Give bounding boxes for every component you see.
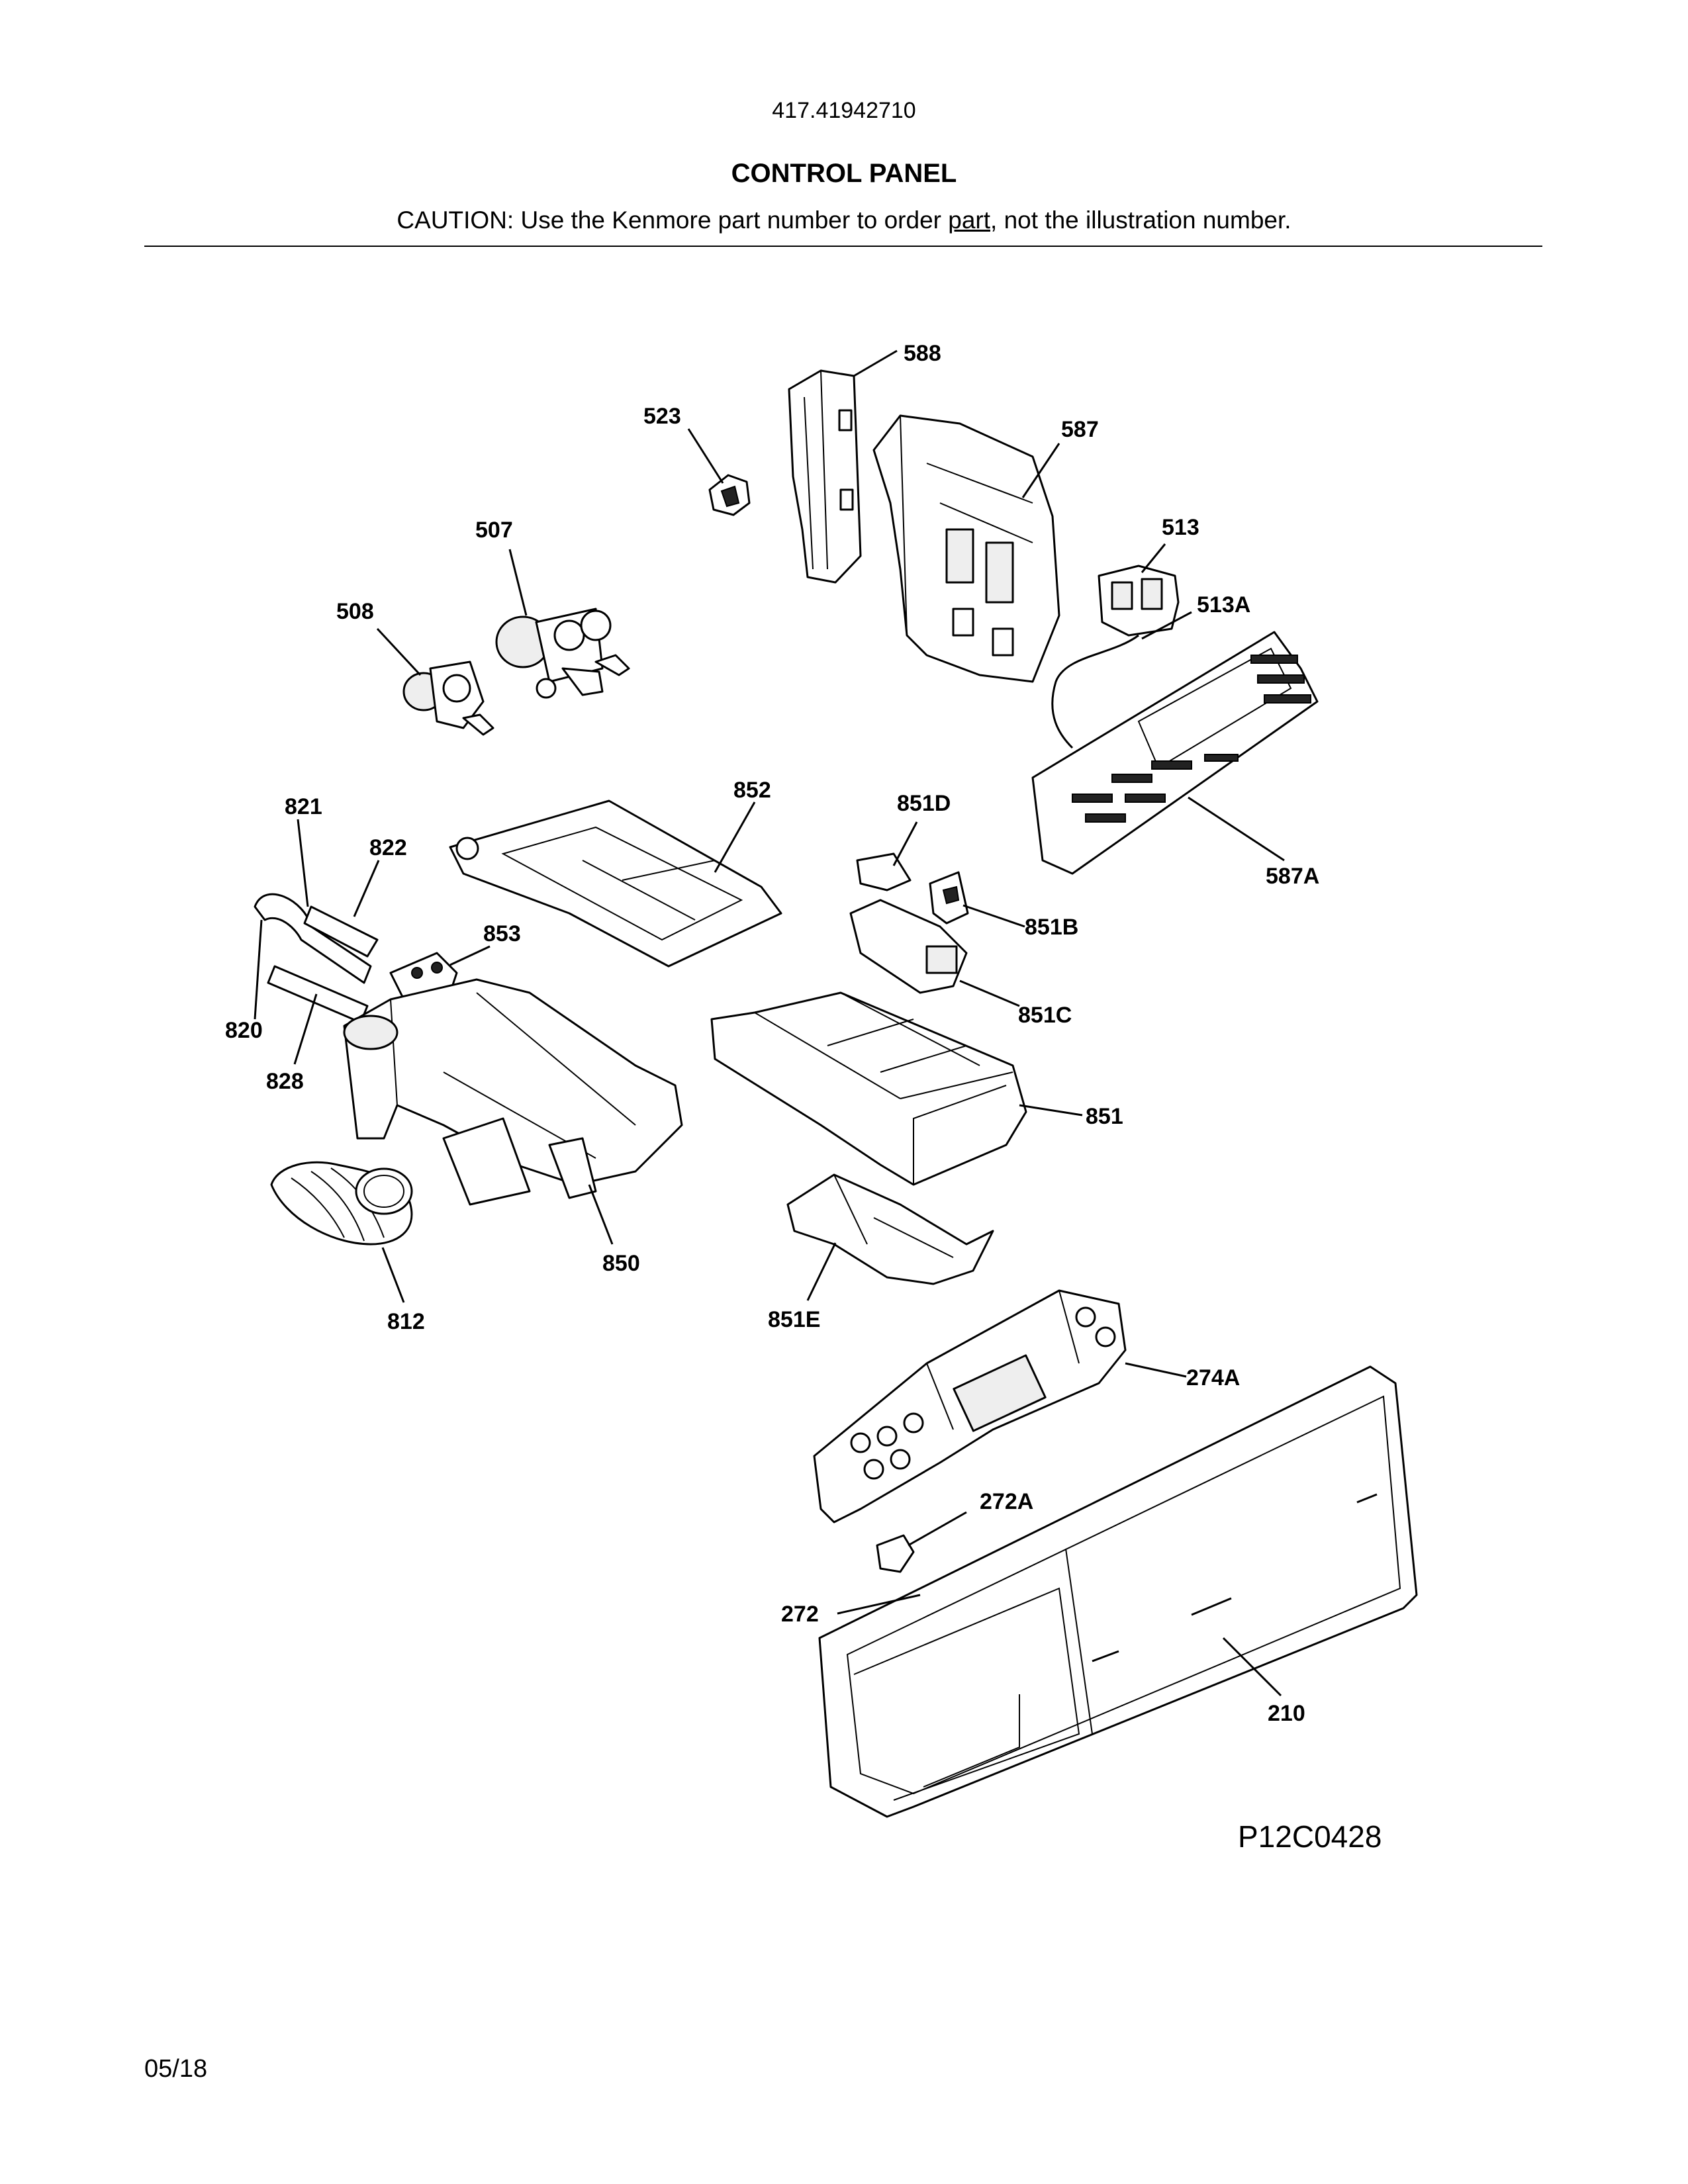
part-812-bellows-hose [270, 1161, 413, 1246]
leader-851B [962, 904, 1025, 928]
caution-note: CAUTION: Use the Kenmore part number to … [0, 206, 1688, 234]
callout-851: 851 [1086, 1104, 1123, 1129]
part-508-water-valve [402, 660, 494, 736]
leader-851D [892, 821, 918, 866]
callout-513A: 513A [1197, 592, 1250, 617]
model-number: 417.41942710 [772, 98, 916, 123]
leader-822 [353, 860, 380, 917]
callout-851E: 851E [768, 1307, 820, 1332]
leader-851C [959, 979, 1020, 1007]
callout-210: 210 [1268, 1701, 1305, 1726]
callout-828: 828 [266, 1069, 304, 1094]
leader-820 [254, 919, 263, 1020]
part-850-dispenser-housing [343, 978, 683, 1206]
caution-underlined-word: part [948, 206, 991, 234]
leader-587 [1021, 443, 1060, 498]
part-851B-clip [929, 871, 969, 925]
callout-821: 821 [285, 794, 322, 819]
callout-853: 853 [483, 921, 521, 946]
callout-851B: 851B [1025, 915, 1078, 940]
callout-507: 507 [475, 518, 513, 543]
leader-507 [508, 549, 528, 616]
leader-210 [1222, 1637, 1282, 1697]
callout-272A: 272A [980, 1489, 1033, 1514]
figure-id: P12C0428 [1238, 1819, 1382, 1854]
caution-text-start: CAUTION: Use the Kenmore part number to … [397, 206, 949, 234]
leader-850 [588, 1184, 614, 1245]
leader-513 [1141, 543, 1166, 573]
part-513A-wire-harness [1051, 634, 1139, 749]
leader-272 [837, 1594, 921, 1615]
part-851-dispenser-drawer [710, 991, 1027, 1186]
part-274A-interface-board [813, 1289, 1127, 1524]
leader-851E [806, 1242, 837, 1301]
callout-852: 852 [733, 778, 771, 803]
callout-523: 523 [643, 404, 681, 429]
leader-821 [297, 819, 309, 907]
part-851E-siphon [786, 1173, 994, 1285]
part-523-clip [708, 474, 751, 516]
leader-588 [853, 349, 898, 377]
page-title: CONTROL PANEL [731, 159, 957, 188]
callout-513: 513 [1162, 515, 1199, 540]
callout-587A: 587A [1266, 864, 1319, 889]
header-divider [144, 246, 1542, 247]
callout-587: 587 [1061, 417, 1099, 442]
leader-274A [1125, 1362, 1187, 1378]
callout-822: 822 [369, 835, 407, 860]
part-851C-siphon-cap [849, 899, 968, 994]
part-588-bracket [788, 369, 862, 584]
part-507-water-valve [495, 608, 630, 699]
part-822-hose [303, 905, 379, 958]
callout-812: 812 [387, 1309, 425, 1334]
part-272A-button [876, 1534, 915, 1573]
leader-828 [293, 993, 318, 1065]
leader-812 [381, 1247, 405, 1303]
callout-274A: 274A [1186, 1365, 1240, 1390]
callout-850: 850 [602, 1251, 640, 1276]
callout-851C: 851C [1018, 1003, 1072, 1028]
leader-508 [376, 627, 422, 676]
callout-272: 272 [781, 1602, 819, 1627]
leader-272A [908, 1511, 967, 1547]
leader-513A [1141, 611, 1192, 640]
callout-508: 508 [336, 599, 374, 624]
caution-text-end: , not the illustration number. [990, 206, 1291, 234]
leader-852 [714, 801, 756, 873]
part-852-tray [449, 799, 782, 968]
leader-587A [1188, 796, 1285, 862]
part-587A-control-board [1031, 631, 1319, 875]
callout-851D: 851D [897, 791, 951, 816]
part-210-control-panel [818, 1365, 1418, 1818]
leader-523 [687, 428, 724, 484]
callout-588: 588 [904, 341, 941, 366]
leader-853 [449, 945, 491, 966]
callout-820: 820 [225, 1018, 263, 1043]
part-851D-latch [856, 852, 912, 891]
leader-851 [1019, 1104, 1083, 1116]
revision-date: 05/18 [144, 2055, 208, 2083]
part-587-housing [872, 414, 1060, 683]
part-513-connector [1098, 565, 1180, 637]
